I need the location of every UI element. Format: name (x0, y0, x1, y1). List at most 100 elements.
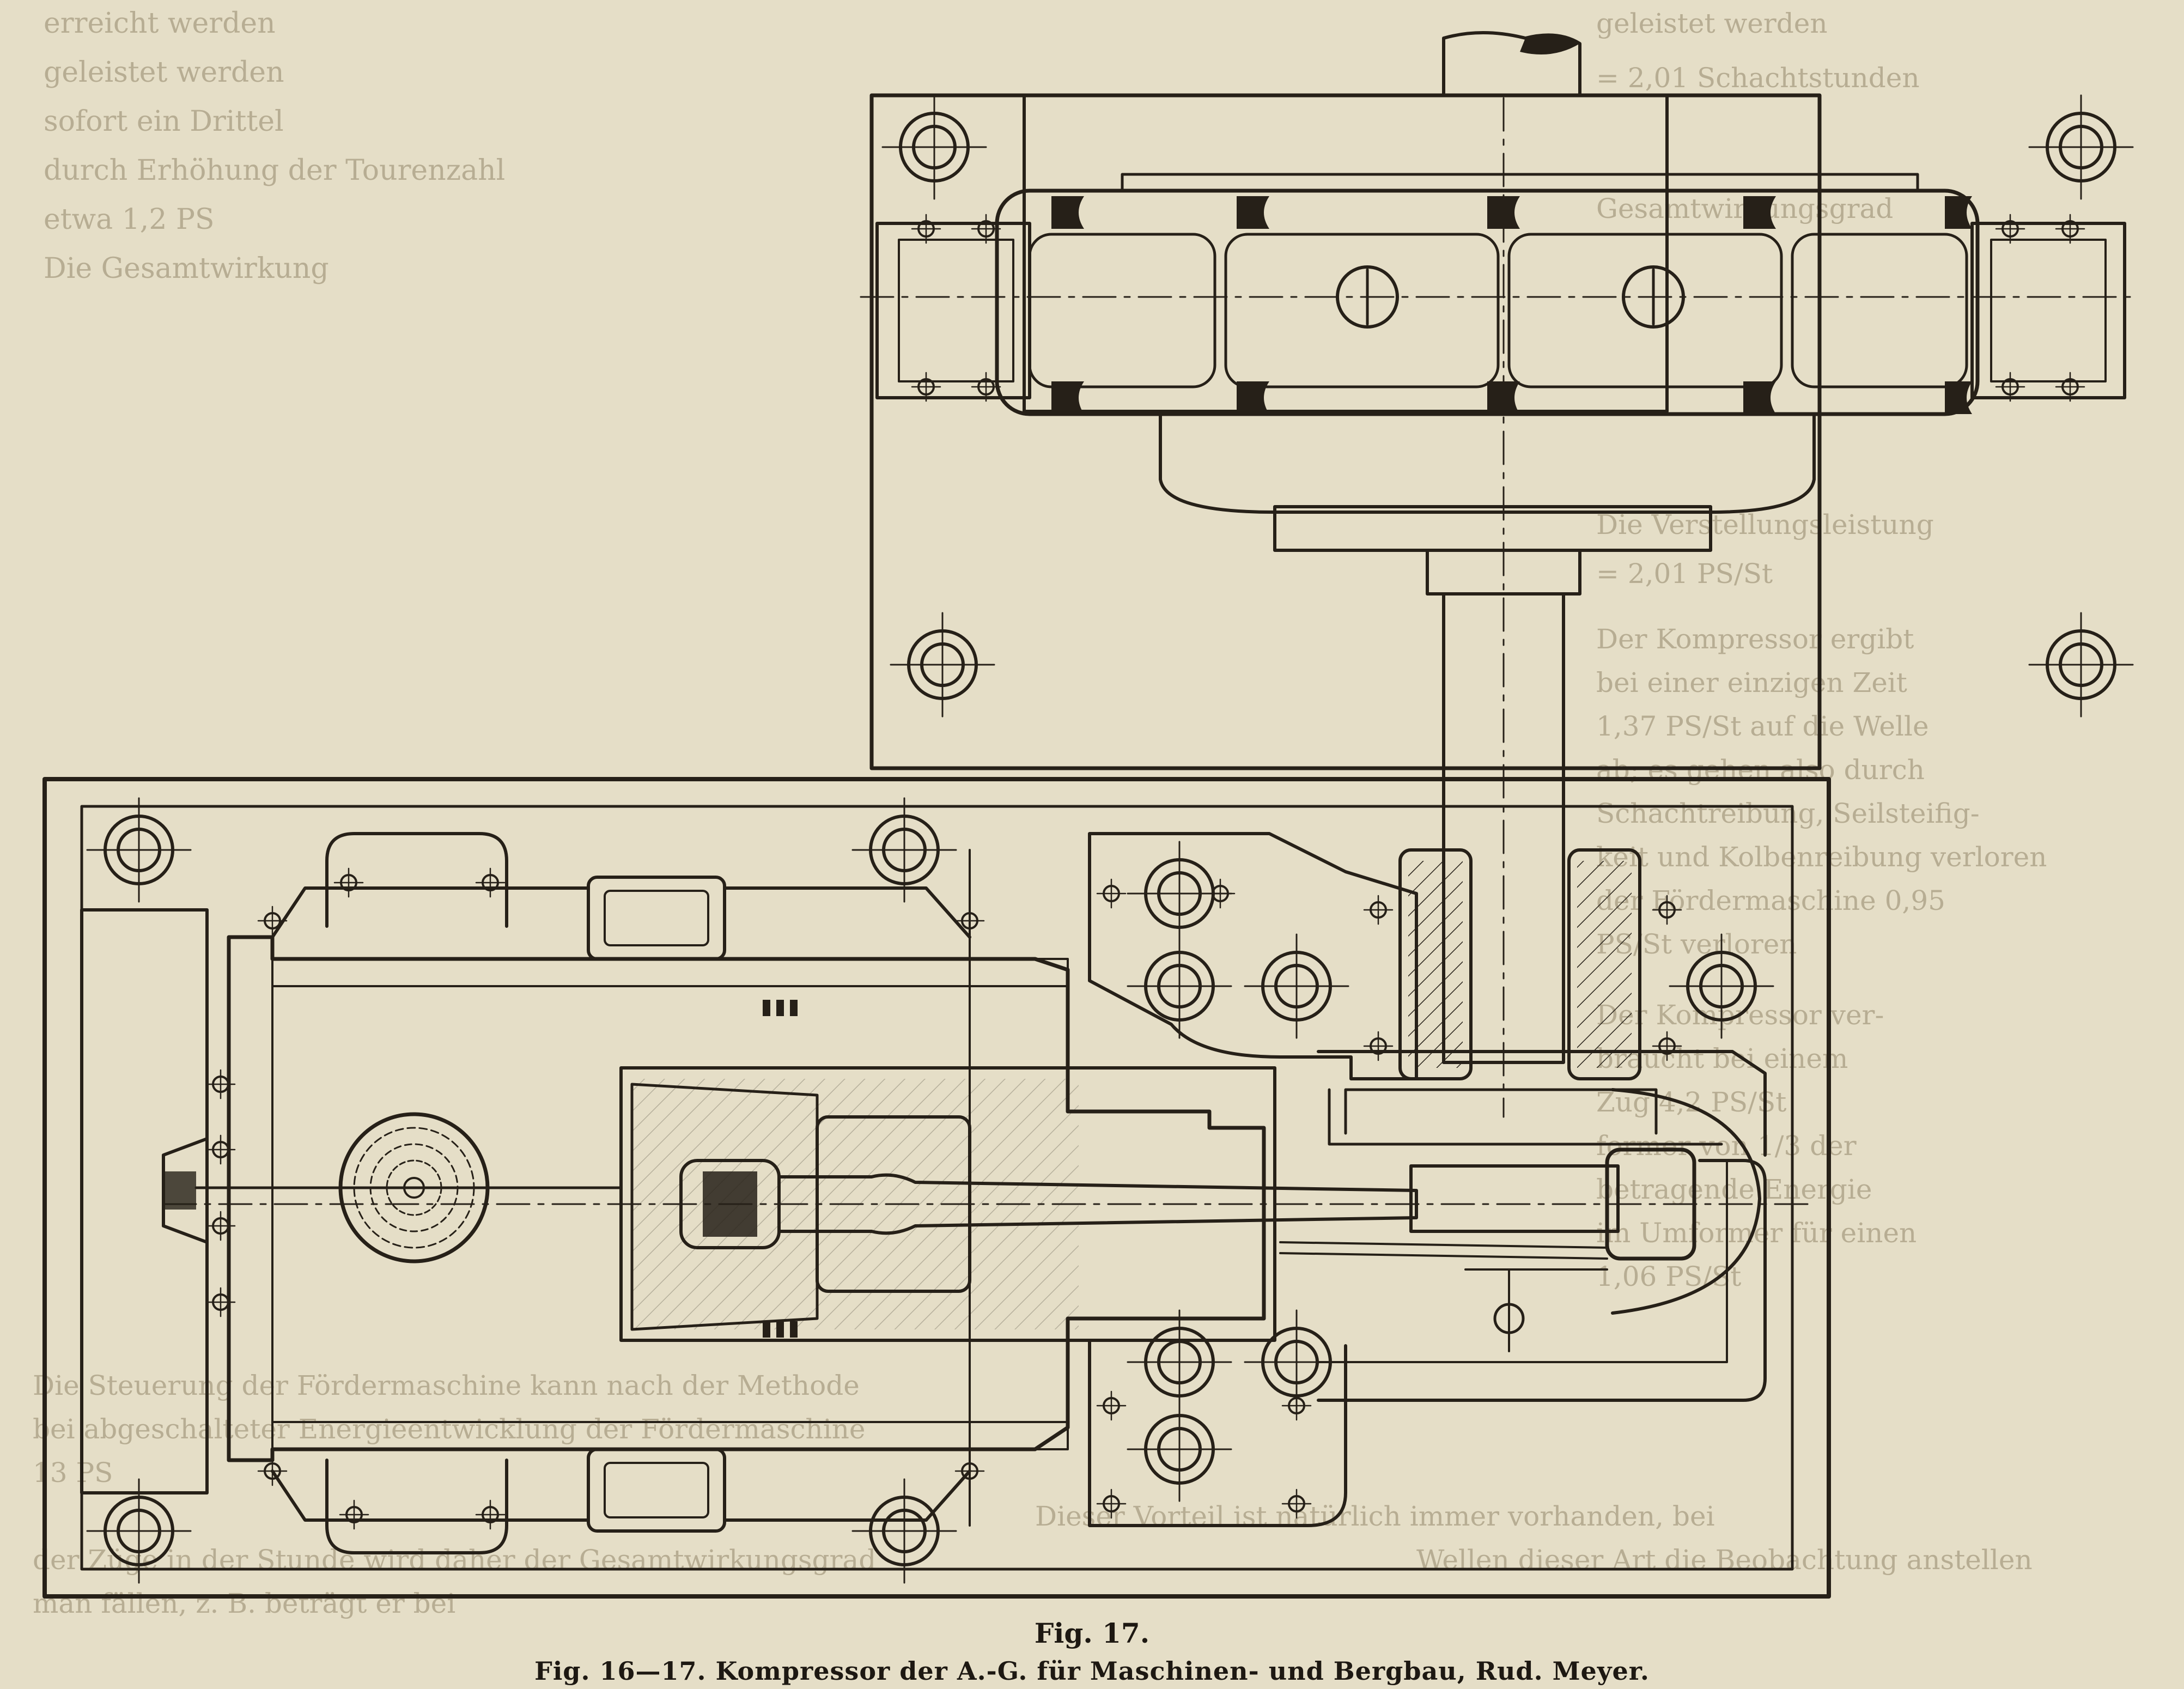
jacket-outline-top (271, 886, 971, 939)
ghost-line: durch Erhöhung der Tourenzahl (44, 154, 505, 187)
gear-cover-top (1121, 173, 1919, 192)
crank-case-inner (1328, 1088, 1723, 1146)
jacket-chamber (587, 1448, 726, 1533)
ghost-line: Die Steuerung der Fördermaschine kann na… (33, 1370, 860, 1401)
jacket-chamber-inner (604, 1462, 709, 1518)
upper-inner-frame (1023, 94, 1669, 413)
gear-segment (1507, 233, 1783, 388)
anchor-bolt (1128, 1398, 1231, 1501)
ghost-line: der Fördermaschine 0,95 (1596, 885, 1945, 916)
shaft-bearing-right (1567, 848, 1641, 1080)
anchor-bolt (1245, 934, 1348, 1038)
bracket-bolt (1652, 1031, 1682, 1061)
jacket-chamber-inner (604, 890, 709, 946)
ghost-line: geleistet werden (1596, 8, 1828, 39)
bearing-bracket (1088, 832, 1418, 1080)
anchor-bolt (853, 1479, 956, 1583)
valve-rod (1279, 1241, 1608, 1260)
ghost-line: betragende Energie (1596, 1174, 1872, 1205)
right-bearing-block (1970, 222, 2126, 399)
shaft-bearing-left (1398, 848, 1473, 1080)
lower-bracket (1088, 1339, 1347, 1527)
gear-segment (1791, 233, 1968, 388)
anchor-bolt (87, 798, 191, 902)
ghost-line: bei einer einzigen Zeit (1596, 667, 1907, 698)
cylinder-wall-bottom (271, 1421, 1069, 1450)
crank-bearing (1605, 1147, 1696, 1261)
flange-bolt (257, 906, 288, 936)
anchor-bolt (2029, 95, 2133, 199)
ghost-line: = 2,01 PS/St (1596, 558, 1773, 590)
foot-bolt (475, 1499, 506, 1530)
lower-base-plate (42, 777, 1831, 1599)
jacket-outline-bottom (271, 1469, 971, 1522)
ghost-line: erreicht werden (44, 7, 276, 40)
piston-rings (763, 1000, 798, 1338)
cylinder-wall-top (271, 958, 1069, 987)
cylinder-head-wall (228, 936, 273, 1461)
ghost-line: 1,37 PS/St auf die Welle (1596, 710, 1929, 742)
figure-label: Fig. 17. (1034, 1617, 1150, 1649)
left-bearing-inner (898, 239, 1014, 382)
gear-segment (1224, 233, 1500, 388)
bracket-bolt (1363, 895, 1394, 925)
bracket-bolt (1096, 1390, 1127, 1421)
air-filter (80, 908, 209, 1494)
oil-pipe-inner (1317, 1159, 1728, 1363)
ghost-line: man fällen, z. B. beträgt er bei (33, 1588, 455, 1619)
bearing-liner (1408, 861, 1463, 1068)
anchor-bolt (891, 613, 994, 716)
bracket-bolt (1096, 1488, 1127, 1519)
anchor-bolt (1128, 842, 1231, 945)
pedestal-flare (1159, 412, 1816, 514)
oil-pipe (1317, 1159, 1767, 1402)
anchor-bolt (853, 798, 956, 902)
ghost-line: Der Kompressor ergibt (1596, 623, 1914, 655)
inspection-cover (1622, 265, 1685, 329)
foot-bolt (475, 867, 506, 898)
compressor-foot (325, 1459, 508, 1554)
ghost-line: Die Gesamtwirkung (44, 252, 329, 285)
ghost-line: Die Verstellungsleistung (1596, 509, 1934, 540)
upper-frame (860, 31, 2137, 1118)
gear-segment (1028, 233, 1216, 388)
anchor-bolt (1245, 1310, 1348, 1414)
ghost-line: Schachtreibung, Seilsteifig- (1596, 798, 1980, 829)
flange-bolt (954, 906, 985, 936)
pedestal-collar (1273, 505, 1712, 552)
bearing-liner (1577, 861, 1632, 1068)
valve-nut (163, 1171, 196, 1210)
anchor-bolt (1128, 934, 1231, 1038)
top-shaft-stub (1442, 31, 1581, 97)
crank-cover (1611, 1088, 1761, 1315)
figure-caption: Fig. 16—17. Kompressor der A.-G. für Mas… (534, 1656, 1650, 1686)
ghost-line: former von 1/3 der (1596, 1130, 1857, 1162)
piston (630, 1083, 819, 1331)
bracket-bolt (1652, 895, 1682, 925)
ghost-line: = 2,01 Schachtstunden (1596, 62, 1920, 94)
ghost-line: sofort ein Drittel (44, 105, 284, 138)
inspection-cover (1336, 265, 1399, 329)
anchor-bolt (883, 95, 986, 199)
jacket-chamber (587, 876, 726, 961)
left-ghost-column: erreicht werden geleistet werden sofort … (44, 7, 505, 285)
foot-bolt (339, 1499, 369, 1530)
bracket-bolt (1363, 1031, 1394, 1061)
anchor-bolt (2029, 613, 2133, 716)
right-bearing-inner (1990, 239, 2107, 382)
shaft-end-shading (1520, 36, 1580, 54)
anchor-bolt (1670, 934, 1773, 1038)
crank-disc (1344, 1088, 1658, 1135)
ghost-line: geleistet werden (44, 56, 284, 89)
lower-frame (42, 777, 1831, 1599)
gear-teeth (1051, 196, 1972, 414)
ghost-line: keit und Kolbenreibung verloren (1596, 841, 2047, 873)
ghost-line: etwa 1,2 PS (44, 203, 215, 236)
crank-web (1409, 1164, 1620, 1233)
bracket-bolt (1281, 1488, 1312, 1519)
ghost-line: bei abgeschalteter Energieentwicklung de… (33, 1413, 866, 1445)
compressor-foot (325, 832, 508, 928)
bracket-bolt (1096, 878, 1127, 909)
crank-case-top (1317, 1050, 1767, 1157)
